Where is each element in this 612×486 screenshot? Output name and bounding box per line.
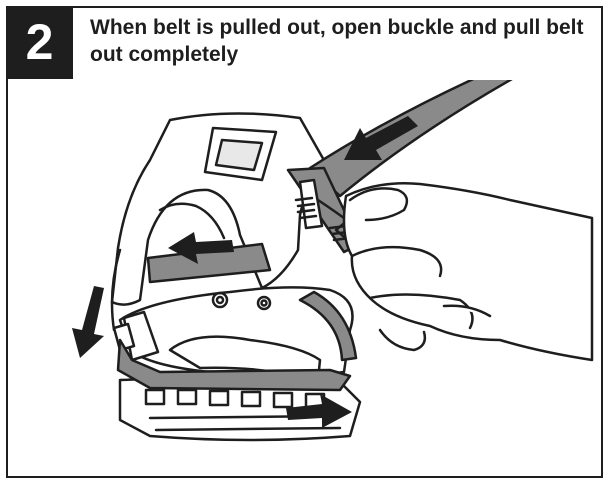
arrow-icon xyxy=(72,116,418,428)
step-number-badge: 2 xyxy=(6,6,73,79)
step-instruction: When belt is pulled out, open buckle and… xyxy=(90,16,584,66)
pedal-icon xyxy=(110,112,362,442)
pedal-illustration xyxy=(72,80,594,442)
belt-strap-icon xyxy=(116,80,513,392)
hand-icon xyxy=(342,181,594,362)
